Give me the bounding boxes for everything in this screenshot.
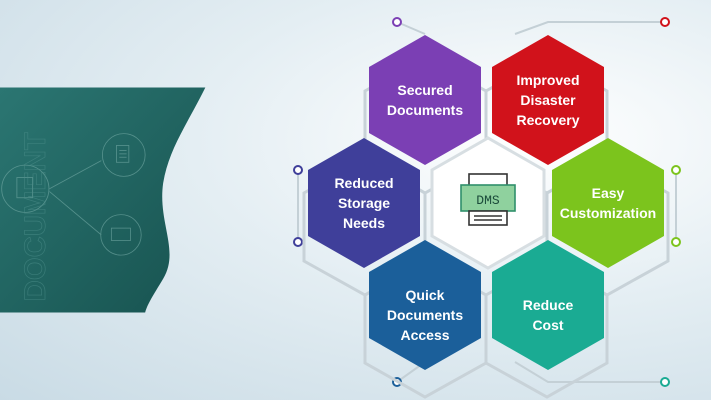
endpoint-dot bbox=[392, 17, 402, 27]
dms-machine-icon bbox=[460, 173, 516, 226]
hex-improved-disaster-recovery bbox=[492, 35, 604, 165]
hex-easy-customization bbox=[552, 138, 664, 268]
endpoint-dot bbox=[671, 237, 681, 247]
left-teal-panel bbox=[0, 87, 206, 313]
document-circle-icon bbox=[101, 133, 146, 177]
left-background: DOCUMENT bbox=[0, 87, 206, 313]
endpoint-dot bbox=[293, 165, 303, 175]
dms-label: DMS bbox=[476, 193, 500, 208]
hex-reduce-cost bbox=[492, 240, 604, 370]
label-quick-documents-access: Quick Documents Access bbox=[386, 287, 464, 343]
endpoint-dot bbox=[293, 237, 303, 247]
hex-reduced-storage-needs bbox=[308, 138, 420, 268]
endpoint-dot bbox=[660, 17, 670, 27]
label-reduced-storage-needs: Reduced Storage Needs bbox=[334, 175, 394, 231]
hex-quick-documents-access bbox=[369, 240, 481, 370]
label-easy-customization: Easy Customization bbox=[559, 185, 657, 221]
connector-line bbox=[396, 21, 426, 35]
file-icon bbox=[16, 177, 34, 199]
hex-secured-documents bbox=[369, 35, 481, 165]
label-improved-disaster-recovery: Improved Disaster Recovery bbox=[516, 72, 580, 128]
watermark-text: DOCUMENT bbox=[20, 132, 52, 301]
endpoint-dot bbox=[660, 377, 670, 387]
endpoint-dot bbox=[671, 165, 681, 175]
label-secured-documents: Secured Documents bbox=[386, 82, 464, 118]
monitor-icon bbox=[110, 227, 131, 241]
connector-line bbox=[514, 21, 665, 35]
label-reduce-cost: Reduce Cost bbox=[522, 297, 574, 333]
file-circle-icon bbox=[1, 164, 50, 213]
connector-line bbox=[514, 361, 665, 383]
document-icon bbox=[116, 145, 130, 163]
